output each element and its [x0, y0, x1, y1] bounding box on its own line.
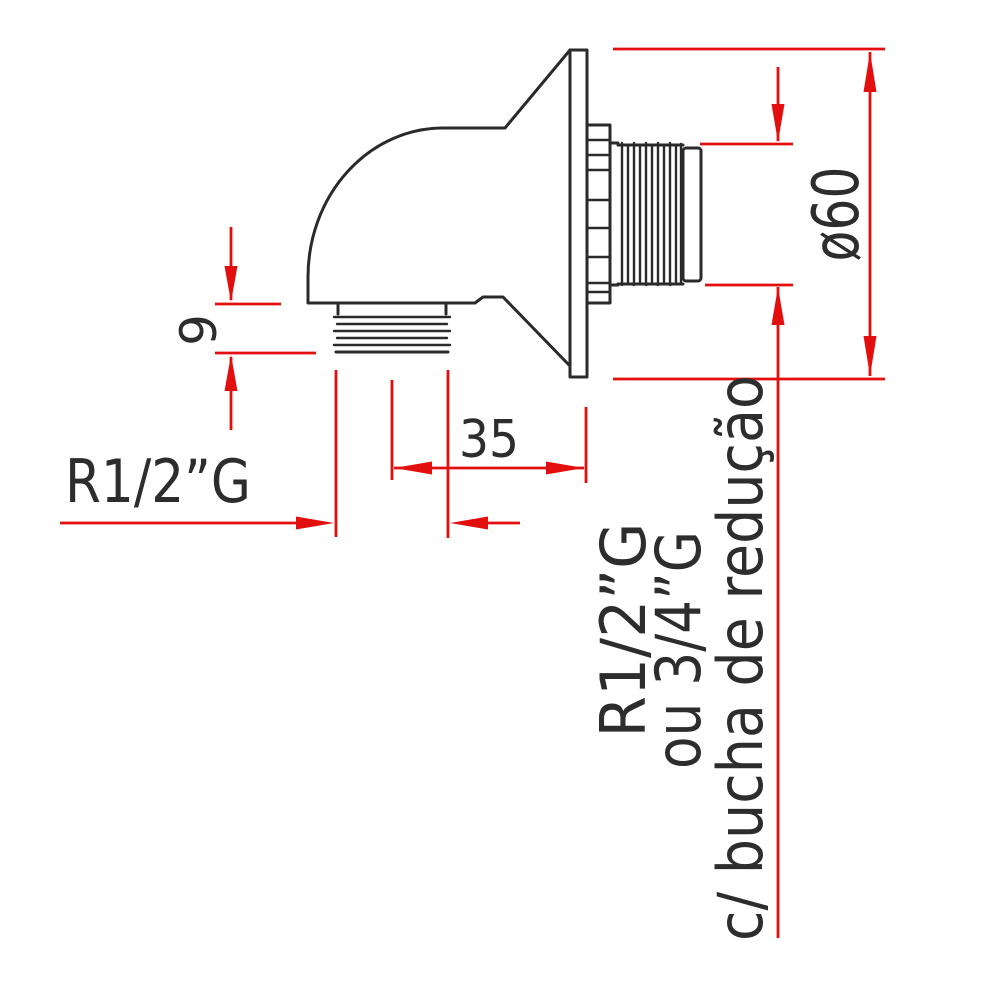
- label-wall-thread-line3: c/ bucha de redução: [704, 375, 777, 941]
- wall-plate: [568, 48, 589, 379]
- dimension-plate-diameter: ø60: [613, 47, 885, 381]
- elbow-body: [306, 48, 572, 368]
- dimension-offset-35: 35: [334, 370, 588, 538]
- outlet-thread-stub: [332, 303, 452, 354]
- label-outlet-length: 9: [170, 314, 228, 346]
- label-plate-diameter: ø60: [800, 167, 874, 262]
- label-outlet-thread: R1/2”G: [65, 447, 251, 517]
- dimension-outlet-thread: R1/2”G: [60, 447, 520, 530]
- pipe-tip: [681, 146, 703, 283]
- fitting-outline: [306, 48, 703, 379]
- label-offset-35: 35: [459, 410, 519, 470]
- dimension-outlet-length: 9: [170, 227, 316, 430]
- wall-thread-stub: [608, 141, 685, 287]
- dimension-wall-thread: R1/2”G ou 3/4”G c/ bucha de redução: [587, 67, 793, 941]
- label-wall-thread-line1: R1/2”G: [587, 523, 660, 738]
- locknut: [585, 123, 612, 305]
- label-wall-thread-line2: ou 3/4”G: [642, 531, 715, 769]
